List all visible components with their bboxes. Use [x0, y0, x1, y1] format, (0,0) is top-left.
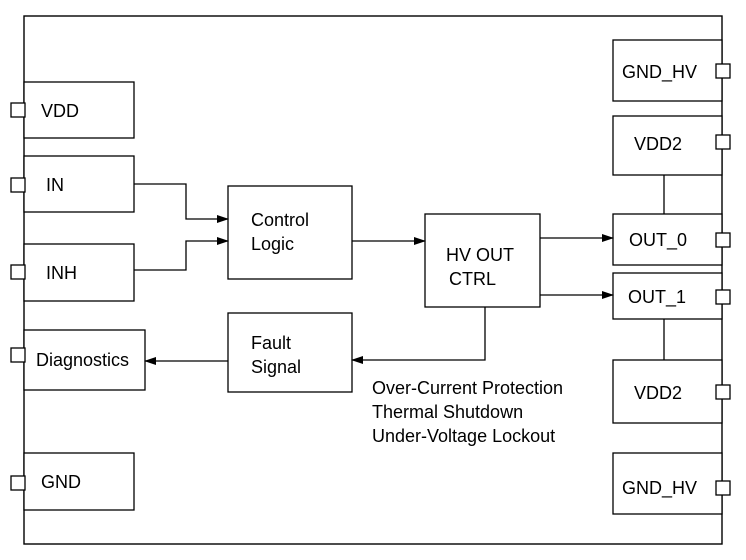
vdd2-top-block: VDD2 — [612, 115, 723, 176]
gnd-hv-top-block: GND_HV — [612, 39, 723, 102]
diagnostics-label: Diagnostics — [36, 350, 129, 370]
vdd-block: VDD — [23, 81, 135, 139]
vdd2-bottom-pin — [715, 384, 731, 400]
inh-to-control-logic-arrow — [134, 237, 229, 271]
gnd-label: GND — [41, 472, 81, 492]
out-0-block: OUT_0 — [612, 213, 723, 266]
inh-block: INH — [23, 243, 135, 302]
out-0-label: OUT_0 — [629, 230, 687, 251]
diagnostics-pin — [10, 347, 26, 363]
inh-label: INH — [46, 263, 77, 283]
vdd2-bottom-block: VDD2 — [612, 359, 723, 424]
hv-out-ctrl-label-line1: HV OUT — [446, 245, 514, 265]
inh-pin — [10, 264, 26, 280]
gnd-hv-top-label: GND_HV — [622, 62, 697, 83]
fault-signal-block: Fault Signal — [227, 312, 353, 393]
in-label: IN — [46, 175, 64, 195]
in-block: IN — [23, 155, 135, 213]
vdd2-top-label: VDD2 — [634, 134, 682, 154]
diagnostics-block: Diagnostics — [23, 329, 146, 391]
vdd-label: VDD — [41, 101, 79, 121]
protection-note-thermal: Thermal Shutdown — [372, 402, 523, 422]
out-1-block: OUT_1 — [612, 272, 723, 320]
gnd-hv-bottom-pin — [715, 480, 731, 496]
gnd-hv-bottom-block: GND_HV — [612, 452, 723, 515]
control-logic-block: Control Logic — [227, 185, 353, 280]
fault-signal-label-line2: Signal — [251, 357, 301, 377]
in-to-control-logic-arrow — [134, 183, 229, 223]
fault-signal-label-line1: Fault — [251, 333, 291, 353]
hv-out-ctrl-label-line2: CTRL — [449, 269, 496, 289]
control-logic-label-line2: Logic — [251, 234, 294, 254]
vdd2-bottom-label: VDD2 — [634, 383, 682, 403]
gnd-pin — [10, 475, 26, 491]
gnd-hv-top-pin — [715, 63, 731, 79]
hv-out-ctrl-block: HV OUT CTRL — [424, 213, 541, 308]
out-1-pin — [715, 289, 731, 305]
protection-note-overcurrent: Over-Current Protection — [372, 378, 563, 398]
control-logic-label-line1: Control — [251, 210, 309, 230]
gnd-hv-bottom-label: GND_HV — [622, 478, 697, 499]
in-pin — [10, 177, 26, 193]
out-1-label: OUT_1 — [628, 287, 686, 308]
vdd2-top-pin — [715, 134, 731, 150]
hv-out-ctrl-to-fault-signal-arrow — [351, 307, 486, 364]
gnd-block: GND — [23, 452, 135, 511]
out-0-pin — [715, 232, 731, 248]
protection-note-undervoltage: Under-Voltage Lockout — [372, 426, 555, 446]
vdd-pin — [10, 102, 26, 118]
